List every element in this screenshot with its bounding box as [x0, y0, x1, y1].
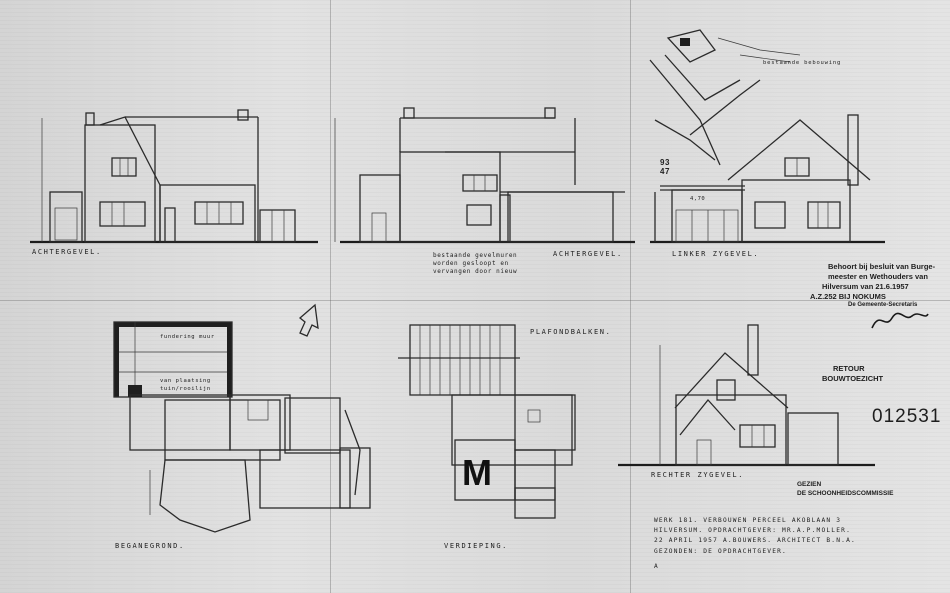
ground-floor-plan — [113, 321, 371, 533]
approval-stamp-line: meester en Wethouders van — [828, 272, 928, 281]
dimension-label: 4,70 — [690, 196, 706, 202]
note-line: worden gesloopt en — [433, 260, 509, 267]
approval-stamp-number: A.Z.252 BIJ NOKUMS — [810, 292, 886, 301]
north-arrow-icon — [298, 303, 319, 337]
elevation-right — [659, 324, 839, 466]
note-line: van plaatsing — [160, 378, 211, 384]
elevation-rear — [359, 107, 625, 243]
plan-mark: M — [462, 452, 492, 493]
site-plan — [649, 29, 801, 166]
approval-stamp-line: Hilversum van 21.6.1957 — [822, 282, 909, 291]
plan-label-upper: VERDIEPING. — [444, 542, 508, 550]
elevation-label-front: ACHTERGEVEL. — [32, 248, 102, 256]
title-line: 22 APRIL 1957 A.BOUWERS. ARCHITECT B.N.A… — [654, 537, 856, 544]
fold-line — [0, 300, 950, 301]
title-block: WERK 181. VERBOUWEN PERCEEL AKOBLAAN 3 H… — [648, 515, 944, 585]
note-line: fundering muur — [160, 334, 215, 340]
fold-line — [630, 0, 631, 593]
title-line: A — [654, 563, 659, 570]
plan-label-plafond: PLAFONDBALKEN. — [530, 328, 612, 336]
note-line: tuin/rooilijn — [160, 386, 211, 392]
plan-label-ground: BEGANEGROND. — [115, 542, 185, 550]
elevation-label-right: RECHTER ZYGEVEL. — [651, 471, 745, 479]
title-line: HILVERSUM. OPDRACHTGEVER: MR.A.P.MOLLER. — [654, 527, 852, 534]
approval-stamp-sign: De Gemeente-Secretaris — [848, 302, 918, 308]
fold-line — [330, 0, 331, 593]
title-line: GEZONDEN: DE OPDRACHTGEVER. — [654, 548, 787, 555]
upper-floor-plan — [398, 324, 576, 519]
drawing-number: 012531 — [872, 406, 942, 427]
title-line: WERK 181. VERBOUWEN PERCEEL AKOBLAAN 3 — [654, 517, 842, 524]
elevation-left — [654, 114, 871, 243]
note-line: bestaande gevelmuren — [433, 252, 518, 259]
retour-stamp-line: BOUWTOEZICHT — [822, 374, 884, 383]
approval-stamp-line: Behoort bij besluit van Burge- — [828, 262, 936, 271]
elevation-label-left: LINKER ZYGEVEL. — [672, 250, 760, 258]
site-label: bestaande bebouwing — [763, 60, 842, 66]
elevation-label-rear: ACHTERGEVEL. — [553, 250, 623, 258]
gezien-stamp-line: DE SCHOONHEIDSCOMMISSIE — [797, 490, 894, 497]
retour-stamp-line: RETOUR — [833, 364, 865, 373]
annotation-number: 93 47 — [660, 158, 670, 176]
gezien-stamp-line: GEZIEN — [797, 481, 822, 488]
elevation-front — [49, 109, 296, 243]
note-line: vervangen door nieuw — [433, 268, 518, 275]
